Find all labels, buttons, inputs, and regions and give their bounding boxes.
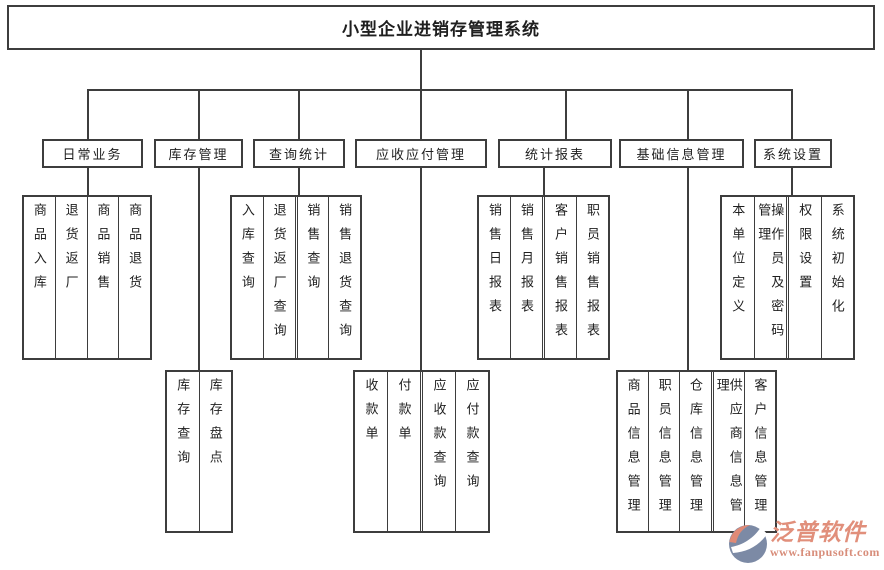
leaf-item: 权限设置 bbox=[786, 197, 821, 358]
leaf-label: 职员信息管理 bbox=[656, 378, 672, 522]
branch-label: 统计报表 bbox=[524, 147, 585, 162]
leaf-item: 退货返厂 bbox=[54, 197, 87, 358]
branch-box-query-stats: 查询统计 bbox=[253, 139, 345, 168]
leaf-item: 操作员及密码管理 bbox=[753, 197, 787, 358]
leaf-label: 商品入库 bbox=[31, 203, 47, 299]
leaf-label: 销售日报表 bbox=[487, 203, 502, 323]
connector-branch-6 bbox=[687, 89, 689, 140]
connector-children-6 bbox=[687, 166, 689, 371]
leaf-label: 收款单 bbox=[363, 378, 379, 450]
leaf-item: 商品销售 bbox=[86, 197, 119, 358]
connector-children-3 bbox=[298, 166, 300, 196]
connector-branch-3 bbox=[298, 89, 300, 140]
leaf-item: 供应商信息管理 bbox=[710, 372, 744, 531]
leaf-item: 收款单 bbox=[355, 372, 387, 531]
branch-label: 查询统计 bbox=[268, 147, 329, 162]
connector-branch-7 bbox=[791, 89, 793, 140]
chart-title-box: 小型企业进销存管理系统 bbox=[7, 5, 875, 50]
leaf-item: 销售月报表 bbox=[510, 197, 542, 358]
leaf-item: 库存查询 bbox=[167, 372, 199, 531]
connector-branch-4 bbox=[420, 89, 422, 140]
connector-branch-1 bbox=[87, 89, 89, 140]
leaf-item: 客户信息管理 bbox=[743, 372, 775, 531]
leaf-label: 客户信息管理 bbox=[752, 378, 768, 522]
watermark: 泛普软件 www.fanpusoft.com bbox=[728, 520, 880, 565]
leaf-item: 商品信息管理 bbox=[618, 372, 648, 531]
leaf-label: 库存查询 bbox=[175, 378, 191, 474]
group-inventory-mgmt-children: 库存查询 库存盘点 bbox=[165, 370, 233, 533]
leaf-label: 客户销售报表 bbox=[553, 203, 568, 347]
watermark-brand: 泛普软件 bbox=[770, 520, 866, 545]
leaf-item: 库存盘点 bbox=[198, 372, 232, 531]
branch-box-basic-info-mgmt: 基础信息管理 bbox=[619, 139, 744, 168]
branch-label: 基础信息管理 bbox=[636, 147, 727, 162]
leaf-label: 商品销售 bbox=[95, 203, 111, 299]
group-system-settings-children: 本单位定义 操作员及密码管理 权限设置 系统初始化 bbox=[720, 195, 855, 360]
leaf-label: 本单位定义 bbox=[730, 203, 746, 323]
leaf-label: 入库查询 bbox=[239, 203, 255, 299]
leaf-label: 销售月报表 bbox=[519, 203, 534, 323]
branch-label: 日常业务 bbox=[62, 147, 123, 162]
branch-label: 应收应付管理 bbox=[375, 147, 466, 162]
branch-label: 系统设置 bbox=[762, 147, 823, 162]
leaf-label: 职员销售报表 bbox=[585, 203, 600, 347]
leaf-item: 销售日报表 bbox=[479, 197, 510, 358]
leaf-label: 商品信息管理 bbox=[625, 378, 641, 522]
connector-children-5 bbox=[543, 166, 545, 196]
branch-label: 库存管理 bbox=[168, 147, 229, 162]
connector-children-4 bbox=[420, 166, 422, 371]
leaf-item: 系统初始化 bbox=[820, 197, 854, 358]
leaf-item: 销售退货查询 bbox=[328, 197, 360, 358]
chart-title: 小型企业进销存管理系统 bbox=[342, 20, 540, 39]
branch-box-daily-business: 日常业务 bbox=[42, 139, 143, 168]
leaf-item: 商品入库 bbox=[24, 197, 55, 358]
group-receivable-payable-children: 收款单 付款单 应收款查询 应付款查询 bbox=[353, 370, 490, 533]
leaf-label: 应付款查询 bbox=[464, 378, 480, 498]
branch-box-statistical-reports: 统计报表 bbox=[498, 139, 612, 168]
leaf-label: 销售退货查询 bbox=[337, 203, 353, 347]
leaf-item: 客户销售报表 bbox=[542, 197, 576, 358]
leaf-item: 销售查询 bbox=[294, 197, 329, 358]
leaf-label: 销售查询 bbox=[305, 203, 321, 299]
leaf-item: 仓库信息管理 bbox=[679, 372, 710, 531]
leaf-item: 职员销售报表 bbox=[576, 197, 608, 358]
leaf-label: 操作员及密码管理 bbox=[756, 203, 785, 347]
connector-root bbox=[420, 50, 422, 91]
fanpu-logo-icon bbox=[729, 525, 767, 563]
leaf-item: 应付款查询 bbox=[455, 372, 488, 531]
connector-branch-2 bbox=[198, 89, 200, 140]
leaf-label: 供应商信息管理 bbox=[714, 378, 743, 522]
leaf-label: 权限设置 bbox=[797, 203, 813, 299]
leaf-label: 系统初始化 bbox=[829, 203, 845, 323]
leaf-item: 应收款查询 bbox=[420, 372, 455, 531]
connector-trunk bbox=[87, 89, 793, 91]
leaf-item: 入库查询 bbox=[232, 197, 263, 358]
connector-branch-5 bbox=[565, 89, 567, 140]
watermark-url: www.fanpusoft.com bbox=[770, 545, 880, 560]
group-statistical-reports-children: 销售日报表 销售月报表 客户销售报表 职员销售报表 bbox=[477, 195, 610, 360]
leaf-item: 付款单 bbox=[387, 372, 420, 531]
leaf-label: 退货返厂 bbox=[63, 203, 79, 299]
leaf-label: 退货返厂查询 bbox=[271, 203, 287, 347]
group-daily-business-children: 商品入库 退货返厂 商品销售 商品退货 bbox=[22, 195, 152, 360]
connector-children-2 bbox=[198, 166, 200, 371]
connector-children-1 bbox=[87, 166, 89, 196]
group-query-stats-children: 入库查询 退货返厂查询 销售查询 销售退货查询 bbox=[230, 195, 362, 360]
leaf-label: 付款单 bbox=[396, 378, 412, 450]
leaf-item: 职员信息管理 bbox=[648, 372, 679, 531]
group-basic-info-children: 商品信息管理 职员信息管理 仓库信息管理 供应商信息管理 客户信息管理 bbox=[616, 370, 777, 533]
watermark-text: 泛普软件 www.fanpusoft.com bbox=[770, 520, 880, 560]
branch-box-receivable-payable: 应收应付管理 bbox=[355, 139, 487, 168]
leaf-item: 本单位定义 bbox=[722, 197, 754, 358]
branch-box-inventory-mgmt: 库存管理 bbox=[154, 139, 243, 168]
leaf-label: 应收款查询 bbox=[431, 378, 447, 498]
leaf-label: 仓库信息管理 bbox=[688, 378, 703, 522]
leaf-item: 退货返厂查询 bbox=[262, 197, 295, 358]
leaf-label: 库存盘点 bbox=[207, 378, 223, 474]
leaf-label: 商品退货 bbox=[127, 203, 143, 299]
connector-children-7 bbox=[791, 166, 793, 196]
branch-box-system-settings: 系统设置 bbox=[754, 139, 832, 168]
leaf-item: 商品退货 bbox=[118, 197, 150, 358]
